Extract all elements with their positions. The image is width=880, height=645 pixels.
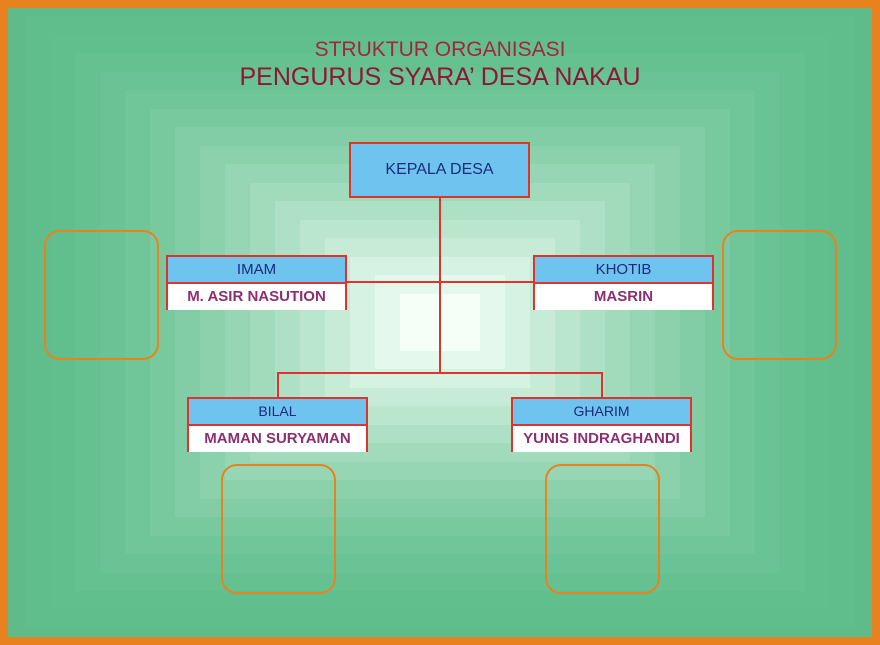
khotib-role: KHOTIB	[535, 257, 712, 282]
connector-line	[277, 372, 279, 397]
title-line1: STRUKTUR ORGANISASI	[314, 38, 566, 61]
imam-box: IMAM M. ASIR NASUTION	[166, 255, 347, 310]
connector-line	[347, 281, 533, 283]
khotib-name: MASRIN	[535, 282, 712, 310]
khotib-photo-frame	[722, 230, 837, 360]
imam-role: IMAM	[168, 257, 345, 282]
kepala-desa-label: KEPALA DESA	[385, 161, 494, 178]
gharim-box: GHARIM YUNIS INDRAGHANDI	[511, 397, 692, 452]
gharim-role: GHARIM	[513, 399, 690, 424]
connector-line	[601, 372, 603, 397]
connector-line	[439, 197, 441, 374]
bilal-box: BILAL MAMAN SURYAMAN	[187, 397, 368, 452]
imam-photo-frame	[44, 230, 159, 360]
connector-line	[277, 372, 603, 374]
gharim-name: YUNIS INDRAGHANDI	[513, 424, 690, 452]
bilal-photo-frame	[221, 464, 336, 594]
khotib-box: KHOTIB MASRIN	[533, 255, 714, 310]
bilal-name: MAMAN SURYAMAN	[189, 424, 366, 452]
kepala-desa-box: KEPALA DESA	[349, 142, 530, 198]
imam-name: M. ASIR NASUTION	[168, 282, 345, 310]
bilal-role: BILAL	[189, 399, 366, 424]
title-line2: PENGURUS SYARA’ DESA NAKAU	[239, 63, 641, 91]
gharim-photo-frame	[545, 464, 660, 594]
